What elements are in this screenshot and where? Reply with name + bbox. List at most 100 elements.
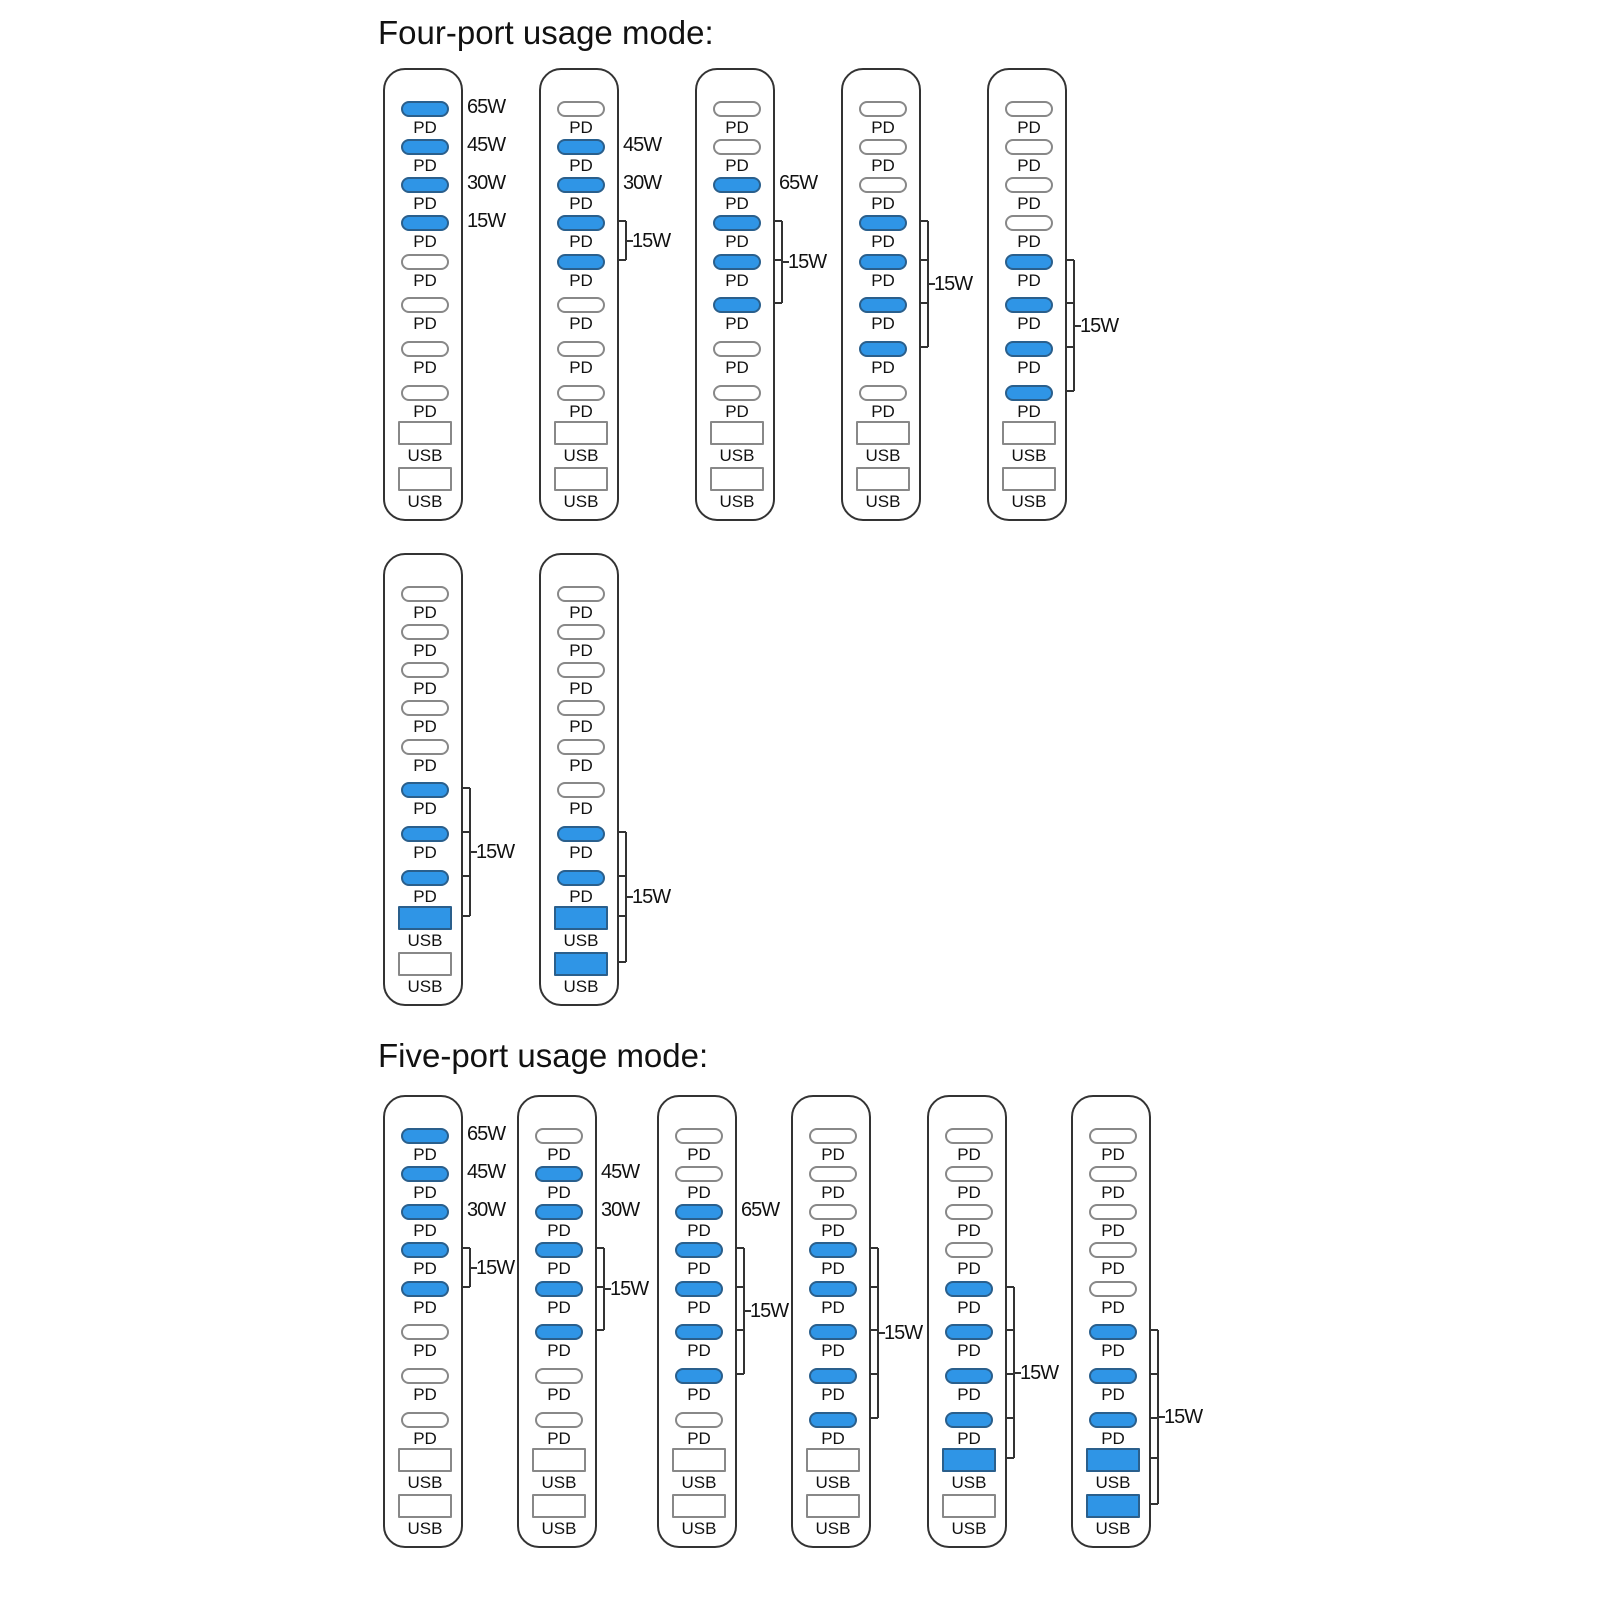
port-label: PD [957,1183,981,1202]
port-label: USB [1011,446,1047,465]
port-label: PD [413,402,437,421]
bracket-tick [1149,1457,1158,1459]
port-label: PD [821,1183,845,1202]
port-label: PD [547,1183,571,1202]
port-label: PD [569,194,593,213]
port-label: PD [725,271,749,290]
bracket-tick [1149,1329,1158,1331]
port-label: PD [725,156,749,175]
pd-port-active [675,1204,723,1220]
pd-port [675,1166,723,1182]
port-label: PD [957,1429,981,1448]
usb-port [398,1448,452,1472]
pd-port-active [675,1281,723,1297]
port-label: PD [413,641,437,660]
bracket-tick [1005,1286,1014,1288]
pd-port-active [535,1204,583,1220]
pd-port-active [535,1281,583,1297]
pd-port [557,700,605,716]
bracket-tick [773,259,782,261]
bracket-stub [603,1288,611,1290]
port-label: USB [563,446,599,465]
port-label: PD [413,717,437,736]
pd-port [713,139,761,155]
port-label: PD [821,1429,845,1448]
pd-port [535,1128,583,1144]
port-label: PD [413,1298,437,1317]
wattage-label: 65W [779,172,818,194]
group-wattage-label: 15W [476,841,515,863]
pd-port-active [401,1128,449,1144]
bracket-tick [735,1247,744,1249]
port-label: PD [725,118,749,137]
port-label: PD [687,1298,711,1317]
group-wattage-label: 15W [750,1300,789,1322]
pd-port-active [557,215,605,231]
port-label: USB [951,1473,987,1492]
wattage-label: 45W [601,1161,640,1183]
bracket-tick [595,1247,604,1249]
port-label: PD [1101,1183,1125,1202]
group-wattage-label: 15W [1020,1361,1059,1384]
usb-port [806,1448,860,1472]
port-label: PD [413,1221,437,1240]
pd-port-active [675,1324,723,1340]
port-label: USB [541,1519,577,1538]
pd-port [557,297,605,313]
bracket-tick [869,1286,878,1288]
port-label: PD [569,843,593,862]
pd-port-active [1005,341,1053,357]
port-label: PD [687,1145,711,1164]
wattage-label: 65W [467,96,506,118]
pd-port [1005,139,1053,155]
usb-port [806,1494,860,1518]
pd-port [1089,1166,1137,1182]
usb-port [554,467,608,491]
pd-port [401,1368,449,1384]
port-label: PD [821,1221,845,1240]
bracket-tick [617,831,626,833]
usb-port-active [554,952,608,976]
pd-port [401,662,449,678]
port-label: PD [687,1183,711,1202]
wattage-label: 30W [467,172,506,194]
wattage-label: 30W [601,1199,640,1221]
port-label: PD [569,679,593,698]
group-wattage-label: 15W [476,1256,515,1279]
port-label: PD [413,679,437,698]
bracket-tick [1149,1503,1158,1505]
bracket-tick [461,787,470,789]
port-label: PD [725,194,749,213]
port-label: PD [1017,271,1041,290]
port-label: USB [951,1519,987,1538]
pd-port-active [809,1368,857,1384]
port-label: PD [1017,156,1041,175]
pd-port [401,341,449,357]
pd-port-active [557,826,605,842]
port-label: PD [821,1298,845,1317]
bracket-stub [743,1310,751,1312]
bracket-tick [461,875,470,877]
pd-port-active [945,1324,993,1340]
pd-port [859,177,907,193]
pd-port-active [1089,1412,1137,1428]
pd-port [859,101,907,117]
pd-port [1005,215,1053,231]
port-label: PD [1101,1341,1125,1360]
port-label: PD [569,641,593,660]
pd-port-active [401,826,449,842]
pd-port-active [713,177,761,193]
pd-port [535,1412,583,1428]
pd-port [1089,1204,1137,1220]
port-label: PD [547,1429,571,1448]
usb-port [1002,467,1056,491]
usb-port [710,467,764,491]
pd-port [809,1128,857,1144]
port-label: PD [413,1183,437,1202]
pd-port-active [1005,385,1053,401]
pd-port-active [859,341,907,357]
pd-port-active [401,1166,449,1182]
